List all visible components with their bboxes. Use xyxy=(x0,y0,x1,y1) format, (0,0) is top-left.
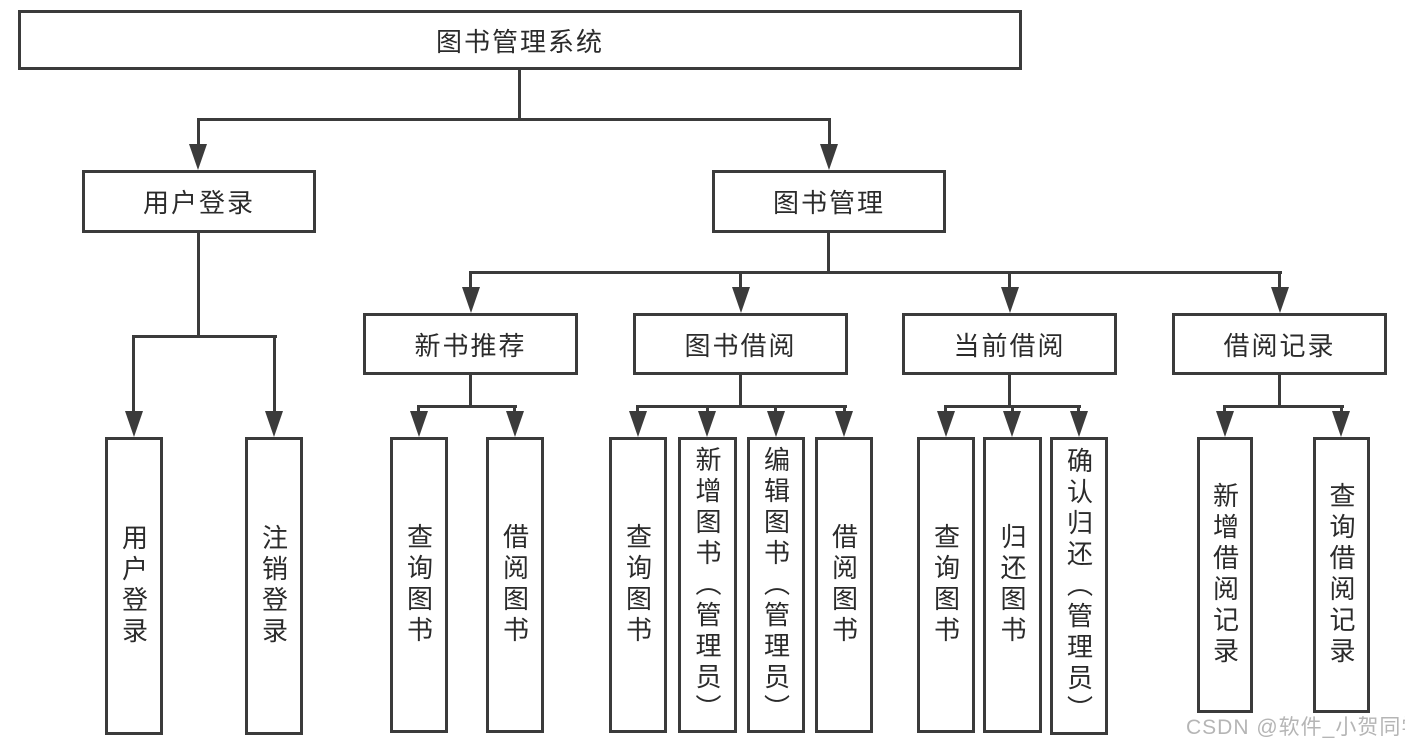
connector-borrow-record-down xyxy=(1278,375,1281,407)
leaf-logout: 注销登录 xyxy=(245,437,303,735)
leaf-bb-borrow-book: 借阅图书 xyxy=(815,437,873,733)
leaf-user-login: 用户登录 xyxy=(105,437,163,735)
arrowhead-br-query xyxy=(1332,411,1350,437)
node-root: 图书管理系统 xyxy=(18,10,1022,70)
arrowhead-bb-add xyxy=(698,411,716,437)
arrowhead-cb-return xyxy=(1003,411,1021,437)
connector-user-login-down xyxy=(197,233,200,337)
arrowhead-cb-query xyxy=(937,411,955,437)
leaf-nb-query-book: 查询图书 xyxy=(390,437,448,733)
node-book-borrow: 图书借阅 xyxy=(633,313,848,375)
csdn-watermark: CSDN @软件_小贺同学 xyxy=(1186,716,1405,739)
connector-new-book-stem xyxy=(469,274,472,289)
leaf-br-query-record: 查询借阅记录 xyxy=(1313,437,1370,713)
connector-book-borrow-stem xyxy=(739,274,742,289)
connector-current-borrow-stem xyxy=(1008,274,1011,289)
leaf-cb-return-book: 归还图书 xyxy=(983,437,1042,733)
connector-book-mgmt-stem xyxy=(828,121,831,146)
connector-book-borrow-split xyxy=(636,405,847,408)
arrowhead-bb-query xyxy=(629,411,647,437)
connector-user-login-split xyxy=(132,335,277,338)
connector-book-mgmt-down xyxy=(827,233,830,274)
arrowhead-leaf-logout xyxy=(265,411,283,437)
leaf-bb-query-book: 查询图书 xyxy=(609,437,667,733)
arrowhead-nb-borrow xyxy=(506,411,524,437)
leaf-nb-borrow-book: 借阅图书 xyxy=(486,437,544,733)
leaf-bb-edit-book: 编辑图书（管理员） xyxy=(747,437,805,733)
connector-root-stem xyxy=(518,70,521,120)
connector-current-borrow-down xyxy=(1008,375,1011,407)
connector-borrow-record-split xyxy=(1223,405,1344,408)
arrowhead-bb-edit xyxy=(767,411,785,437)
connector-user-login-stem xyxy=(197,121,200,146)
leaf-cb-query-book: 查询图书 xyxy=(917,437,975,733)
node-borrow-record: 借阅记录 xyxy=(1172,313,1387,375)
arrowhead-current-borrow xyxy=(1001,287,1019,313)
leaf-br-add-record: 新增借阅记录 xyxy=(1197,437,1253,713)
arrowhead-book-borrow xyxy=(732,287,750,313)
arrowhead-cb-confirm xyxy=(1070,411,1088,437)
arrowhead-new-book xyxy=(462,287,480,313)
node-new-book-recommend: 新书推荐 xyxy=(363,313,578,375)
arrowhead-nb-query xyxy=(410,411,428,437)
arrowhead-borrow-record xyxy=(1271,287,1289,313)
connector-new-book-split xyxy=(417,405,517,408)
connector-borrow-record-stem xyxy=(1278,274,1281,289)
node-current-borrow: 当前借阅 xyxy=(902,313,1117,375)
node-book-mgmt: 图书管理 xyxy=(712,170,946,233)
connector-book-borrow-down xyxy=(739,375,742,407)
arrowhead-book-mgmt xyxy=(820,144,838,170)
connector-leaf-logout-stem xyxy=(273,338,276,412)
connector-level2-split xyxy=(197,118,831,121)
node-user-login: 用户登录 xyxy=(82,170,316,233)
arrowhead-bb-borrow xyxy=(835,411,853,437)
leaf-bb-add-book: 新增图书（管理员） xyxy=(678,437,737,733)
connector-leaf-user-login-stem xyxy=(132,338,135,412)
arrowhead-leaf-user-login xyxy=(125,411,143,437)
arrowhead-user-login xyxy=(189,144,207,170)
connector-current-borrow-split xyxy=(944,405,1081,408)
leaf-cb-confirm-return: 确认归还（管理员） xyxy=(1050,437,1108,735)
connector-level3-split xyxy=(469,271,1282,274)
arrowhead-br-add xyxy=(1216,411,1234,437)
connector-new-book-down xyxy=(469,375,472,407)
